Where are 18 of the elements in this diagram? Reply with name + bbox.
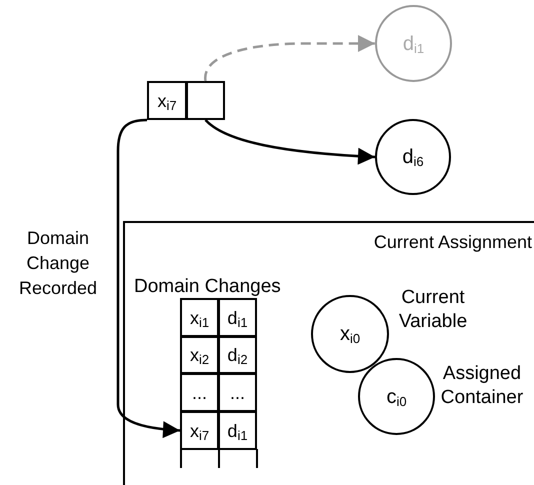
arrow <box>204 35 375 81</box>
table-cell <box>186 81 225 120</box>
table-cell: ... <box>180 373 219 412</box>
table-cell: d$_{i1}$ <box>218 298 257 337</box>
table-cell: d$_{i2}$ <box>218 336 257 374</box>
table-cell: x$_{i7}$ <box>180 411 219 450</box>
panel-heading: Current Assignment <box>374 231 532 254</box>
table-cell: d$_{i1}$ <box>218 411 257 450</box>
arrow <box>204 119 376 165</box>
table-heading: Domain Changes <box>134 275 281 299</box>
arrow <box>116 118 180 438</box>
table-cell: x$_{i2}$ <box>180 336 219 374</box>
node-caption: Assigned Container <box>440 362 524 410</box>
table-cell: x$_{i1}$ <box>180 298 219 337</box>
assignment-panel <box>123 221 534 485</box>
node-caption: Current Variable <box>398 286 468 334</box>
table-cell: ... <box>218 373 257 412</box>
table-cell: x$_{i7}$ <box>147 81 187 120</box>
